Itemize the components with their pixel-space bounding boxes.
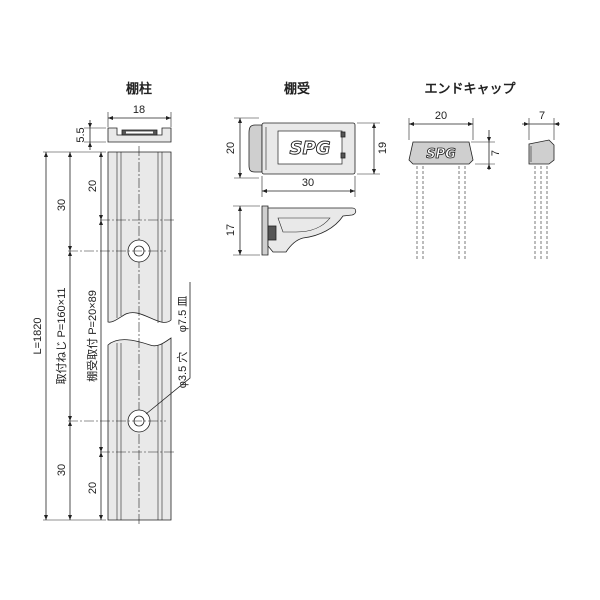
title-end-cap: エンドキャップ <box>424 82 516 97</box>
dim-post-bottom-offset: 20 <box>87 482 99 494</box>
dim-post-depth: 5.5 <box>75 127 87 142</box>
end-cap-logo: SPG <box>426 147 456 162</box>
bracket-drawing: SPG 20 19 30 17 <box>225 117 389 256</box>
dim-post-top-pitch: 30 <box>56 199 68 211</box>
title-shelf-post: 棚柱 <box>126 81 152 97</box>
dim-bracket-pitch: 棚受取付 P=20×89 <box>85 290 99 382</box>
dim-bracket-side-height: 17 <box>225 224 237 236</box>
dim-bracket-right-height: 19 <box>377 142 389 154</box>
callout-hole: φ3.5 穴 <box>175 352 189 388</box>
bracket-logo: SPG <box>290 138 331 159</box>
dim-post-length: L=1820 <box>32 317 44 354</box>
dim-bracket-height: 20 <box>225 142 237 154</box>
title-bracket: 棚受 <box>284 81 310 97</box>
callout-countersink: φ7.5 皿 <box>177 296 189 332</box>
dim-post-top-offset: 20 <box>87 180 99 192</box>
dim-bracket-length: 30 <box>302 177 314 189</box>
post-profile <box>107 127 172 143</box>
dim-end-cap-width: 20 <box>435 110 447 122</box>
shelf-post-drawing: 18 5.5 <box>32 104 191 525</box>
dim-post-width: 18 <box>133 104 145 116</box>
dim-screw-pitch: 取付ねじ P=160×11 <box>55 287 68 384</box>
dim-end-cap-side-width: 7 <box>539 110 545 122</box>
dim-end-cap-depth: 7 <box>490 150 502 156</box>
end-cap-drawing: SPG 20 7 7 <box>408 110 560 260</box>
dim-post-bottom-pitch: 30 <box>56 464 68 476</box>
